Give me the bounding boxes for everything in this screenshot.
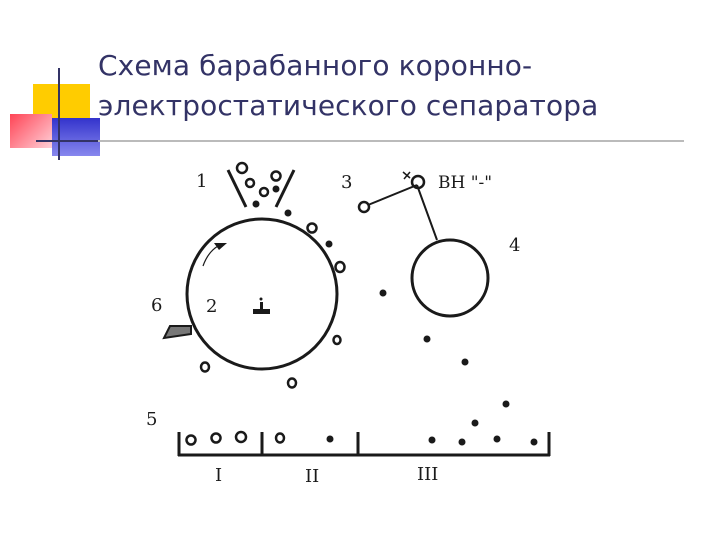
label-deflecting-electrode: 4 xyxy=(509,235,520,256)
label-corona-electrode: 3 xyxy=(341,172,352,193)
nonconductive-particles xyxy=(252,185,538,446)
label-bin-3: III xyxy=(417,464,438,485)
label-drum: 2 xyxy=(206,296,217,317)
particle-filled xyxy=(461,358,469,366)
label-voltage: ВН "-" xyxy=(438,173,492,193)
particle-filled xyxy=(423,335,431,343)
particle-filled xyxy=(326,435,334,443)
particle-filled xyxy=(284,209,292,217)
particle-filled xyxy=(379,289,387,297)
brush xyxy=(162,325,192,340)
label-feeder: 1 xyxy=(196,171,207,192)
particle-open xyxy=(244,177,256,189)
label-bin-1: I xyxy=(215,465,222,486)
particle-open xyxy=(306,222,318,234)
corona-electrode xyxy=(357,171,438,241)
particle-filled xyxy=(252,200,260,208)
particle-open xyxy=(185,434,197,446)
deco-blue-square xyxy=(52,118,100,156)
deflecting-electrode xyxy=(410,238,490,318)
particle-filled xyxy=(530,438,538,446)
feeder-hopper xyxy=(226,169,296,208)
particle-open xyxy=(286,377,298,389)
particle-filled xyxy=(272,185,280,193)
particle-filled xyxy=(428,436,436,444)
particle-open xyxy=(270,170,282,182)
particle-open xyxy=(210,432,222,444)
particle-open xyxy=(234,430,248,444)
title-line-2: электростатического сепаратора xyxy=(98,89,599,122)
conductive-particles xyxy=(185,161,346,446)
particle-open xyxy=(334,260,346,274)
title-underline xyxy=(98,140,684,142)
drum xyxy=(185,217,339,371)
particle-open xyxy=(274,432,286,444)
particle-open xyxy=(332,334,342,346)
particle-open xyxy=(199,361,211,373)
deco-horizontal-line xyxy=(36,140,100,142)
particle-filled xyxy=(493,435,501,443)
deco-vertical-line xyxy=(58,68,60,160)
particle-filled xyxy=(502,400,510,408)
drum-axis-icon xyxy=(253,297,270,314)
label-collector: 5 xyxy=(146,409,157,430)
particle-filled xyxy=(458,438,466,446)
deco-pink-square xyxy=(10,114,52,148)
title-line-1: Схема барабанного коронно- xyxy=(98,49,533,82)
page-title: Схема барабанного коронно- электростатич… xyxy=(98,46,698,126)
collector-tray xyxy=(177,432,551,457)
label-bin-2: II xyxy=(305,466,319,487)
particle-open xyxy=(235,161,249,175)
label-brush: 6 xyxy=(151,295,162,316)
particle-open xyxy=(258,186,270,198)
rotation-arrow-icon xyxy=(202,243,227,267)
particle-filled xyxy=(471,419,479,427)
particle-filled xyxy=(325,240,333,248)
